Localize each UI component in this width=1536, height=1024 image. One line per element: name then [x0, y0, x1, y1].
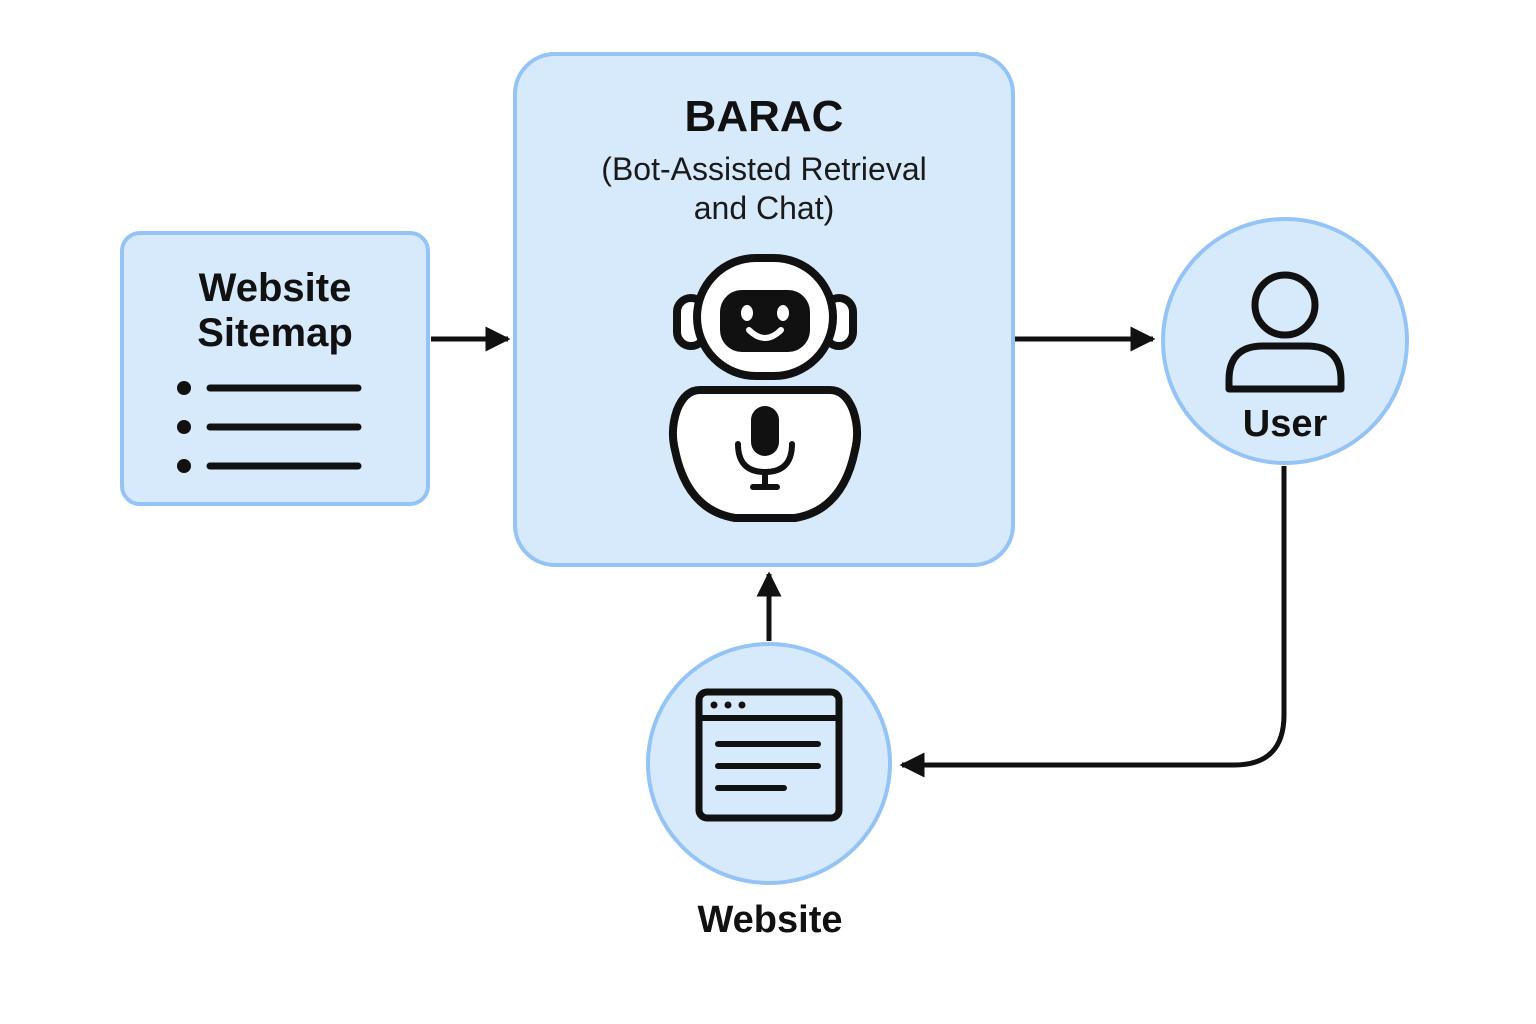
arrow-user-to-website [899, 466, 1287, 778]
sitemap-title-line1: Website [198, 266, 352, 310]
website-node [646, 642, 892, 885]
sitemap-title: Website Sitemap [125, 266, 425, 356]
sitemap-title-line2: Sitemap [197, 311, 353, 355]
website-sitemap-node [120, 231, 430, 506]
website-label: Website [697, 899, 843, 941]
barac-title: BARAC [684, 92, 844, 141]
barac-subtitle: (Bot-Assisted Retrieval and Chat) [513, 150, 1015, 228]
user-node [1161, 217, 1409, 465]
list-icon [177, 381, 362, 473]
browser-window-icon [695, 688, 843, 822]
user-label: User [1242, 403, 1328, 445]
robot-microphone-icon [668, 254, 862, 522]
person-icon [1225, 271, 1345, 393]
barac-subtitle-line2: and Chat) [693, 190, 835, 226]
barac-subtitle-line1: (Bot-Assisted Retrieval [601, 151, 927, 187]
